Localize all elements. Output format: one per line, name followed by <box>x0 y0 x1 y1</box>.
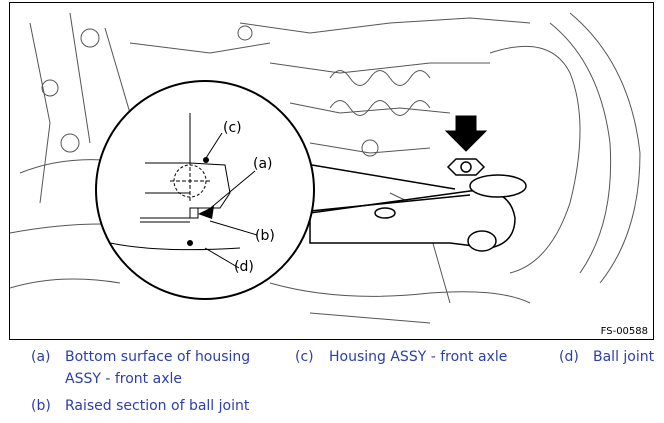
callout-c: (c) <box>223 120 242 136</box>
legend-text: Housing ASSY - front axle <box>329 349 508 365</box>
detail-magnifier <box>95 80 315 300</box>
legend-key: (d) <box>559 349 579 365</box>
legend-item-a: (a) Bottom surface of housing ASSY - fro… <box>31 346 271 390</box>
callout-a: (a) <box>253 156 273 172</box>
legend-text: ASSY - front axle <box>65 371 182 387</box>
figure-id: FS-00588 <box>600 326 648 337</box>
legend-text: Ball joint <box>593 349 655 365</box>
callout-b: (b) <box>255 228 275 244</box>
legend-item-c: (c) Housing ASSY - front axle <box>295 346 525 368</box>
legend-key: (c) <box>295 349 314 365</box>
legend-item-b: (b) Raised section of ball joint <box>31 395 291 417</box>
legend-text: Raised section of ball joint <box>65 398 250 414</box>
technical-illustration: (c) (a) (b) (d) FS-00588 <box>9 2 654 340</box>
legend-text: Bottom surface of housing <box>65 349 251 365</box>
callout-d: (d) <box>234 259 254 275</box>
legend-key: (b) <box>31 398 51 414</box>
arrow-icon <box>444 115 488 152</box>
legend-item-d: (d) Ball joint <box>559 346 659 368</box>
suspension-drawing: (c) (a) (b) (d) <box>10 12 641 324</box>
legend-key: (a) <box>31 349 51 365</box>
